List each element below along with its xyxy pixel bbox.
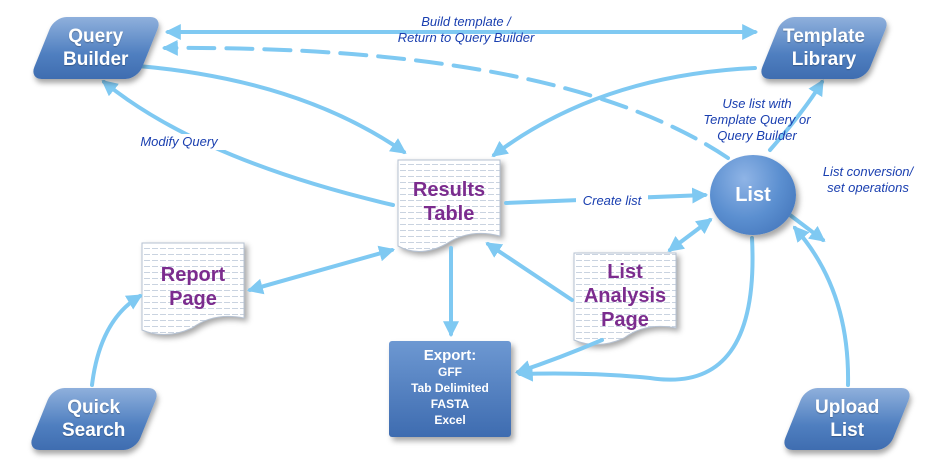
query-builder-label: Query Builder [63,26,129,70]
edge-label-modify-query: Modify Query [133,134,225,150]
results-table-doc [397,159,501,252]
list-label: List [735,183,771,206]
template-library-label: Template Library [782,26,865,70]
arrow-list-to-template [768,79,824,152]
arrow-template-to-results [491,66,757,157]
arrow-query-builder-to-results [136,64,407,154]
arrow-analysis-to-results [485,242,574,302]
arrow-results-report [246,245,396,295]
export-format-excel: Excel [434,413,466,427]
export-node: Export: GFF Tab Delimited FASTA Excel [389,341,511,437]
arrow-list-analysis [667,218,713,252]
arrow-analysis-to-export [514,338,604,376]
arrow-list-conversion [788,213,826,242]
edge-label-build-template: Build template / Return to Query Builder [397,14,535,45]
arrow-list-to-query-builder-dashed [161,39,730,160]
arrow-quick-search-to-report [90,294,143,387]
export-format-gff: GFF [438,365,462,379]
arrow-upload-to-list [792,225,851,387]
arrow-list-to-export [516,236,755,382]
results-table-label: Results Table [412,179,486,225]
export-format-tab-delimited: Tab Delimited [411,381,489,395]
list-analysis-page-doc [573,252,677,345]
arrow-modify-query [101,79,395,207]
upload-list-label: Upload List [814,397,880,441]
report-page-doc [141,242,245,335]
list-node: List [710,155,796,235]
list-analysis-page-label: List Analysis Page [583,261,667,331]
edge-label-list-conversion: List conversion/ set operations [822,164,914,195]
edge-label-create-list: Create list [576,193,648,209]
quick-search-label: Quick Search [62,397,126,441]
export-title: Export: [423,347,477,364]
export-format-fasta: FASTA [430,397,470,411]
edge-label-use-list: Use list with Template Query or Query Bu… [703,96,811,143]
report-page-label: Report Page [160,264,226,310]
